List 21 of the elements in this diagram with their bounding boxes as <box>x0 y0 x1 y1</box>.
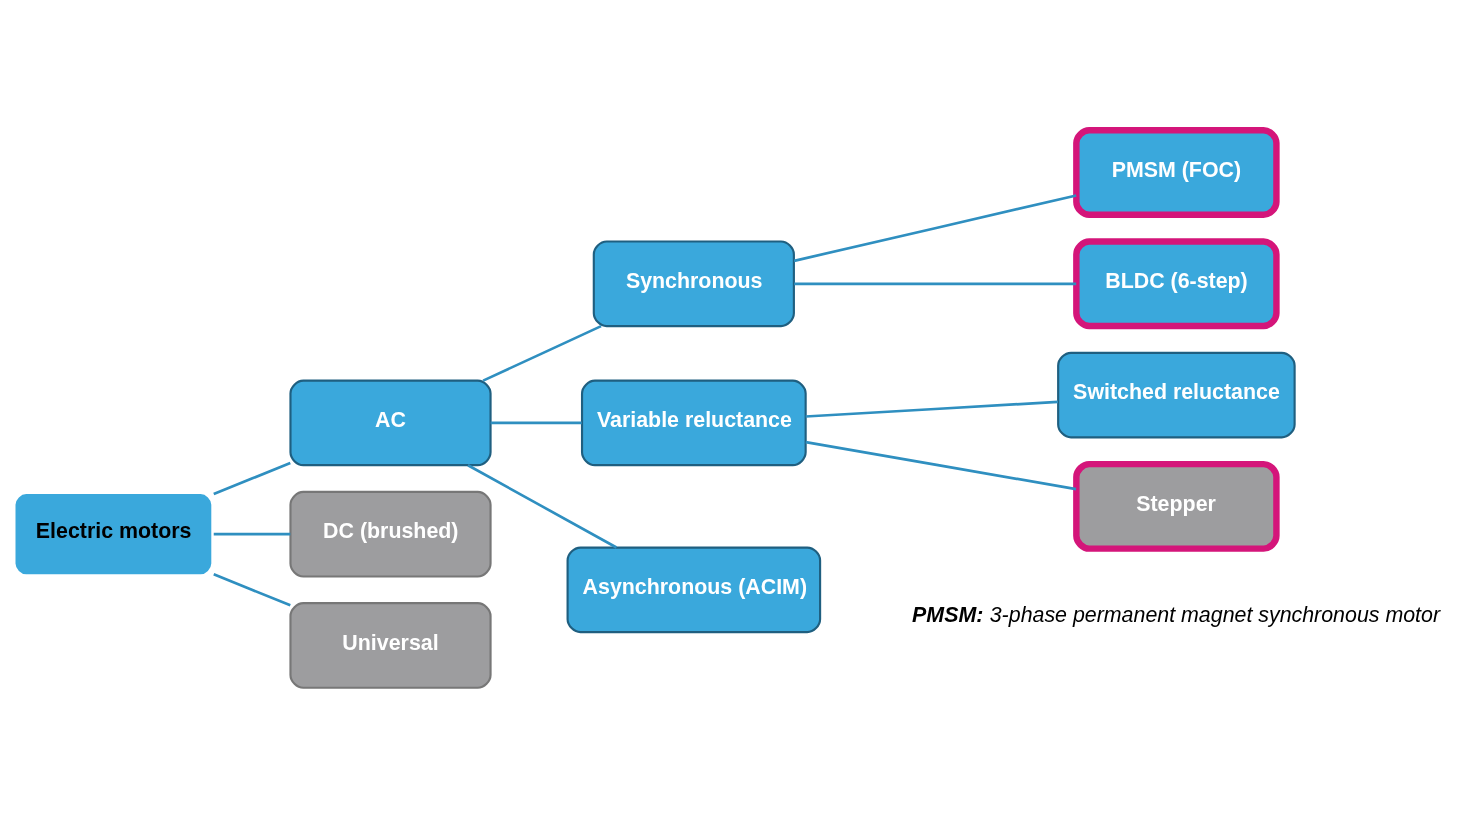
node-box: AC <box>289 379 492 467</box>
connector <box>805 400 1058 418</box>
connector <box>213 573 291 607</box>
connector <box>482 324 602 382</box>
connector <box>793 194 1077 263</box>
connector <box>794 282 1077 286</box>
connector <box>213 461 291 496</box>
node-box: DC (brushed) <box>289 490 492 578</box>
node-box: Universal <box>289 602 492 689</box>
label: PMSM: 3-phase permanent magnet synchronous motor <box>912 602 1441 627</box>
node-box: Synchronous <box>592 240 795 328</box>
connector <box>467 464 618 549</box>
node-box: Stepper <box>1073 460 1280 552</box>
connector <box>213 532 291 536</box>
connector <box>805 440 1077 491</box>
node-box: Switched reluctance <box>1057 351 1296 439</box>
node-box: BLDC (6-step) <box>1073 238 1280 330</box>
node-box: Variable reluctance <box>580 379 807 467</box>
connector <box>490 421 582 425</box>
node-box: Asynchronous (ACIM) <box>566 546 822 634</box>
node-box: PMSM (FOC) <box>1073 127 1280 218</box>
